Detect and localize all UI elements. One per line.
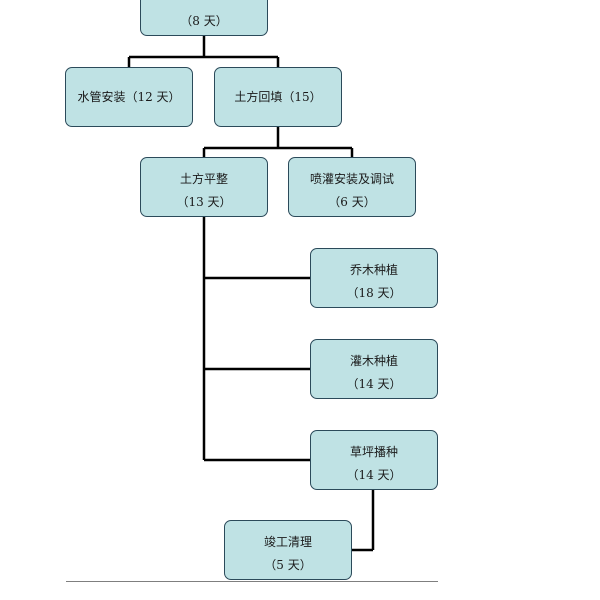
node-shrub-planting-duration: （14 天） xyxy=(346,377,402,391)
page-baseline-divider xyxy=(66,581,438,582)
node-earth-leveling-duration: （13 天） xyxy=(176,195,232,209)
node-earth-leveling-name: 土方平整 xyxy=(179,172,228,186)
node-completion-cleanup-duration: （5 天） xyxy=(264,558,312,572)
node-tree-planting-name: 乔木种植 xyxy=(349,263,398,277)
node-lawn-seeding-duration: （14 天） xyxy=(346,468,402,482)
node-sprinkler-installation-duration: （6 天） xyxy=(328,195,376,209)
node-shrub-planting: 灌木种植 （14 天） xyxy=(310,339,438,399)
node-shrub-planting-name: 灌木种植 xyxy=(349,354,398,368)
node-completion-cleanup-name: 竣工清理 xyxy=(263,535,312,549)
node-tree-planting-duration: （18 天） xyxy=(346,286,402,300)
node-lawn-seeding-name: 草坪播种 xyxy=(349,445,398,459)
node-sprinkler-installation-name: 喷灌安装及调试 xyxy=(309,172,394,186)
node-earth-backfill: 土方回填（15） xyxy=(214,67,342,127)
node-sprinkler-installation: 喷灌安装及调试 （6 天） xyxy=(288,157,416,217)
node-top: （8 天） xyxy=(140,0,268,36)
node-lawn-seeding: 草坪播种 （14 天） xyxy=(310,430,438,490)
node-pipe-installation-name: 水管安装（12 天） xyxy=(77,90,181,104)
node-earth-leveling: 土方平整 （13 天） xyxy=(140,157,268,217)
node-pipe-installation: 水管安装（12 天） xyxy=(65,67,193,127)
node-top-duration: （8 天） xyxy=(180,14,228,28)
node-completion-cleanup: 竣工清理 （5 天） xyxy=(224,520,352,580)
node-tree-planting: 乔木种植 （18 天） xyxy=(310,248,438,308)
node-earth-backfill-name: 土方回填（15） xyxy=(234,90,322,104)
